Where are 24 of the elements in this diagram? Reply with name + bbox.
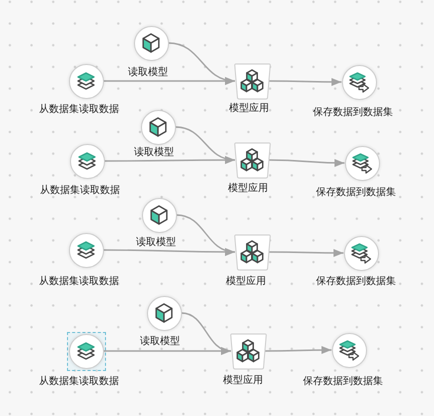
node-label: 模型应用 bbox=[226, 276, 266, 288]
node-label: 读取模型 bbox=[136, 237, 176, 249]
node-label: 保存数据到数据集 bbox=[303, 376, 383, 388]
node-label: 保存数据到数据集 bbox=[316, 276, 396, 288]
node-label: 模型应用 bbox=[228, 183, 268, 195]
node-label: 从数据集读取数据 bbox=[39, 104, 119, 116]
node-label: 读取模型 bbox=[140, 336, 180, 348]
node-label: 保存数据到数据集 bbox=[316, 187, 396, 199]
node-label: 模型应用 bbox=[229, 103, 269, 115]
node-label: 保存数据到数据集 bbox=[313, 107, 393, 119]
arrow bbox=[269, 78, 342, 86]
arrow bbox=[181, 312, 232, 354]
arrow bbox=[269, 158, 344, 167]
node-label: 读取模型 bbox=[128, 67, 168, 79]
arrow bbox=[168, 42, 236, 84]
node-label: 模型应用 bbox=[223, 375, 263, 387]
arrow bbox=[176, 214, 236, 255]
node-label: 从数据集读取数据 bbox=[39, 376, 119, 388]
node-label: 从数据集读取数据 bbox=[39, 276, 119, 288]
arrow bbox=[265, 346, 332, 354]
arrow bbox=[269, 248, 344, 257]
node-label: 从数据集读取数据 bbox=[40, 185, 120, 197]
node-label: 读取模型 bbox=[134, 147, 174, 159]
arrow bbox=[175, 126, 236, 164]
